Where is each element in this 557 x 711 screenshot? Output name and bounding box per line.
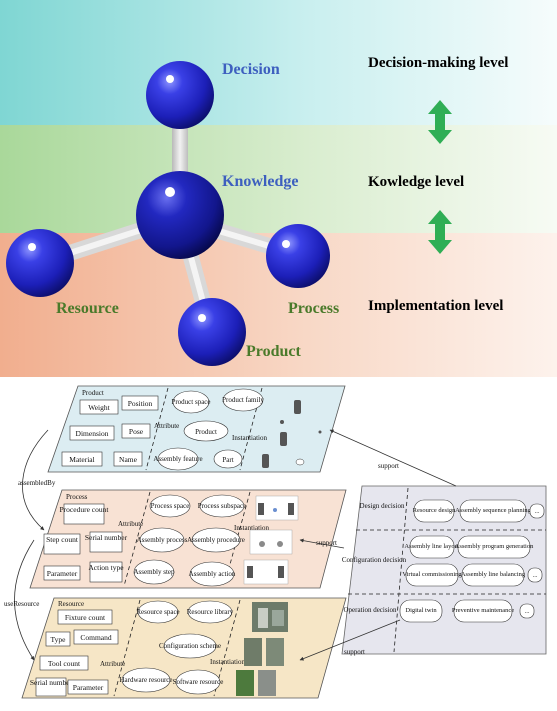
process-ellipse: Process subspace — [198, 502, 246, 510]
double-arrow-lower — [428, 210, 452, 254]
product-attribute-label: Attribute — [154, 422, 179, 430]
process-sphere — [266, 224, 330, 288]
configuration-decision-label: Configuration decision — [342, 556, 407, 564]
support-label-top: support — [378, 462, 399, 470]
decision-item: Resource design — [413, 507, 457, 514]
product-part-icons — [262, 400, 322, 468]
resource-box: Parameter — [73, 683, 104, 692]
decision-item: Assembly sequence planning — [455, 507, 532, 514]
operation-decision-label: Operation decision — [343, 606, 397, 614]
process-box: Procedure count — [60, 505, 110, 514]
resource-ellipse: Resource library — [187, 608, 234, 616]
product-box: Dimension — [76, 429, 109, 438]
product-label: Product — [246, 343, 301, 360]
decision-sphere — [146, 61, 214, 129]
decision-item: ... — [525, 608, 530, 615]
resource-photos — [236, 602, 288, 696]
product-ellipse: Product family — [222, 396, 264, 404]
decision-item: ... — [535, 508, 540, 515]
support-label-bottom: support — [344, 648, 365, 656]
product-layer-title: Product — [82, 389, 104, 397]
process-layer-title: Process — [66, 493, 88, 501]
implementation-level-label: Implementation level — [368, 298, 503, 314]
process-ellipse: Assembly step — [133, 568, 175, 576]
decision-level-label: Decision-making level — [368, 55, 508, 71]
process-ellipse: Assembly action — [189, 570, 236, 578]
knowledge-level-label: Kowledge level — [368, 174, 464, 190]
process-ellipse: Assembly procedure — [187, 536, 245, 544]
product-instantiation-label: Instantiation — [232, 434, 267, 442]
product-ellipses: Product space Product family Product Ass… — [153, 388, 264, 471]
resource-box: Tool count — [48, 659, 81, 668]
process-ellipse: Process space — [151, 502, 190, 510]
product-box: Weight — [88, 403, 110, 412]
product-box: Name — [119, 455, 138, 464]
decision-item: Assembly line balancing — [461, 571, 526, 578]
process-box: Action type — [88, 563, 124, 572]
resource-attribute-label: Attribute — [100, 660, 125, 668]
decision-item: ... — [533, 572, 538, 579]
decision-item: Preventive maintenance — [452, 607, 514, 614]
process-box: Serial number — [85, 533, 128, 542]
product-attribute-boxes: Weight Position Dimension Pose Material … — [61, 395, 159, 467]
resource-label: Resource — [56, 300, 119, 317]
product-ellipse: Part — [222, 456, 233, 464]
knowledge-sphere — [136, 171, 224, 259]
resource-ellipse: Resource space — [136, 608, 179, 616]
decision-item: Virtual commissioning — [402, 571, 462, 578]
product-box: Material — [69, 455, 94, 464]
resource-box: Command — [80, 633, 111, 642]
design-decision-label: Design decision — [360, 502, 405, 510]
resource-box: Fixture count — [65, 613, 106, 622]
process-attribute-boxes: Procedure count Step count Serial number… — [43, 503, 128, 583]
process-instantiation-label: Instantiation — [234, 524, 269, 532]
product-ellipse: Product — [195, 428, 217, 436]
decision-item: Assembly line layout — [404, 543, 459, 550]
resource-attribute-boxes: Fixture count Type Command Tool count Se… — [30, 609, 119, 697]
decision-item: Assembly program generation — [455, 543, 534, 550]
resource-ellipse: Hardware resource — [119, 676, 172, 684]
double-arrow-upper — [428, 100, 452, 144]
process-ellipse: Assembly process — [137, 536, 188, 544]
resource-layer-title: Resource — [58, 600, 84, 608]
knowledge-label: Knowledge — [222, 173, 298, 190]
decision-band — [0, 0, 557, 125]
product-ellipse: Product space — [171, 398, 210, 406]
product-box: Position — [128, 399, 153, 408]
decision-items: Resource design Assembly sequence planni… — [399, 499, 545, 623]
resource-ellipse: Software resource — [173, 678, 224, 686]
decision-label: Decision — [222, 61, 280, 78]
process-ellipses: Process space Process subspace Assembly … — [133, 494, 246, 587]
link-arrows — [14, 429, 457, 661]
process-label: Process — [288, 300, 339, 317]
knowledge-band — [0, 125, 557, 233]
resource-box: Type — [51, 635, 67, 644]
decision-item: Digital twin — [405, 607, 437, 614]
product-sphere — [178, 298, 246, 366]
process-box: Step count — [46, 535, 79, 544]
resource-box: Serial number — [30, 678, 73, 687]
product-ellipse: Assembly feature — [153, 455, 202, 463]
resource-instantiation-label: Instantiation — [210, 658, 245, 666]
support-label-mid: support — [316, 539, 337, 547]
resource-ellipse: Configuration scheme — [159, 642, 221, 650]
process-instance-thumbnails — [243, 495, 299, 585]
assembledby-label: assembledBy — [18, 479, 56, 487]
product-box: Pose — [129, 427, 144, 436]
resource-sphere — [6, 229, 74, 297]
useresource-label: useResource — [4, 600, 39, 608]
resource-ellipses: Resource space Resource library Configur… — [119, 600, 234, 695]
process-attribute-label: Attribute — [118, 520, 143, 528]
process-box: Parameter — [47, 569, 78, 578]
